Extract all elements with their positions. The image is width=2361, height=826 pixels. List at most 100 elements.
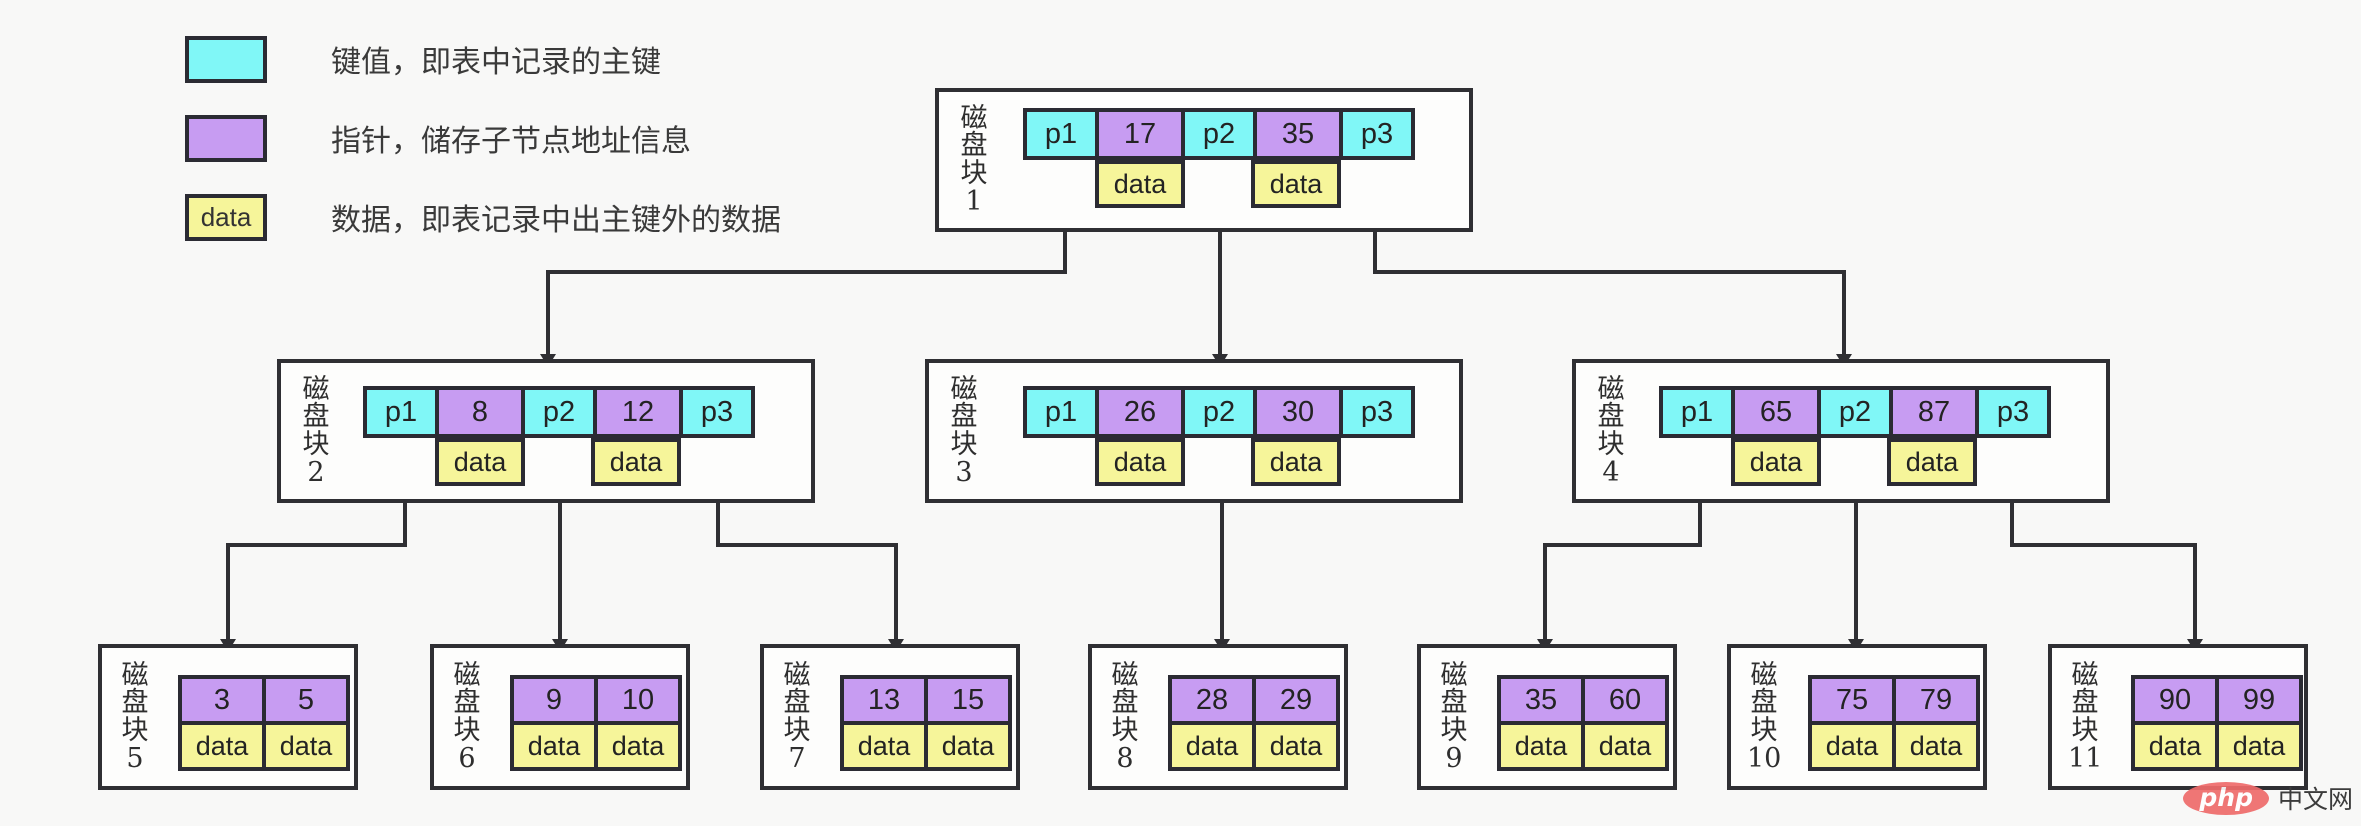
cell-key[interactable]: 8	[435, 386, 525, 438]
leaf-entry: 29 data	[1252, 675, 1340, 771]
leaf-data: data	[1497, 721, 1585, 771]
legend-swatch-key	[185, 35, 267, 83]
cell-pointer[interactable]: p2	[521, 386, 597, 438]
leaf-key[interactable]: 29	[1252, 675, 1340, 725]
leaf-data: data	[510, 721, 598, 771]
disk-block-7-cells: 13 data 15 data	[840, 675, 1012, 771]
leaf-entry: 79 data	[1892, 675, 1980, 771]
leaf-data: data	[2131, 721, 2219, 771]
disk-block-5-cells: 3 data 5 data	[178, 675, 350, 771]
leaf-entry: 99 data	[2215, 675, 2303, 771]
disk-block-5-label: 磁 盘 块 5	[121, 659, 149, 774]
cell-pointer[interactable]: p2	[1817, 386, 1893, 438]
disk-block-11-cells: 90 data 99 data	[2131, 675, 2303, 771]
disk-block-9-cells: 35 data 60 data	[1497, 675, 1669, 771]
legend-label-key: 键值，即表中记录的主键	[331, 45, 661, 80]
cell-pointer[interactable]: p3	[1975, 386, 2051, 438]
disk-block-9-label: 磁 盘 块 9	[1440, 659, 1468, 774]
leaf-key[interactable]: 75	[1808, 675, 1896, 725]
cell-data: data	[1251, 160, 1341, 208]
cell-data: data	[1731, 438, 1821, 486]
cell-pointer[interactable]: p3	[679, 386, 755, 438]
leaf-data: data	[262, 721, 350, 771]
cell-pointer[interactable]: p1	[1659, 386, 1735, 438]
cell-key[interactable]: 17	[1095, 108, 1185, 160]
cell-pointer[interactable]: p1	[1023, 386, 1099, 438]
leaf-entry: 3 data	[178, 675, 266, 771]
cell-key[interactable]: 30	[1253, 386, 1343, 438]
legend-item-pointer: 指针，储存子节点地址信息	[185, 107, 781, 169]
disk-block-1-label: 磁 盘 块 1	[960, 102, 988, 217]
leaf-key[interactable]: 90	[2131, 675, 2219, 725]
php-logo-icon: php	[2183, 781, 2269, 815]
leaf-key[interactable]: 13	[840, 675, 928, 725]
legend: 键值，即表中记录的主键 指针，储存子节点地址信息 data 数据，即表记录中出主…	[185, 28, 781, 265]
leaf-data: data	[1892, 721, 1980, 771]
leaf-entry: 13 data	[840, 675, 928, 771]
leaf-data: data	[594, 721, 682, 771]
cell-pointer[interactable]: p1	[1023, 108, 1099, 160]
leaf-entry: 75 data	[1808, 675, 1896, 771]
leaf-data: data	[924, 721, 1012, 771]
disk-block-6-cells: 9 data 10 data	[510, 675, 682, 771]
disk-block-3-cells: p1 26 p2 30 p3	[1023, 386, 1415, 438]
disk-block-3-label: 磁 盘 块 3	[950, 373, 978, 488]
cell-pointer[interactable]: p3	[1339, 108, 1415, 160]
cell-pointer[interactable]: p3	[1339, 386, 1415, 438]
legend-item-data: data 数据，即表记录中出主键外的数据	[185, 186, 781, 248]
legend-label-data: 数据，即表记录中出主键外的数据	[331, 203, 781, 238]
disk-block-10-cells: 75 data 79 data	[1808, 675, 1980, 771]
leaf-data: data	[1581, 721, 1669, 771]
cell-data: data	[1095, 438, 1185, 486]
leaf-key[interactable]: 79	[1892, 675, 1980, 725]
disk-block-6-label: 磁 盘 块 6	[453, 659, 481, 774]
leaf-data: data	[178, 721, 266, 771]
cell-pointer[interactable]: p2	[1181, 386, 1257, 438]
leaf-data: data	[1168, 721, 1256, 771]
leaf-key[interactable]: 9	[510, 675, 598, 725]
cell-key[interactable]: 12	[593, 386, 683, 438]
cell-key[interactable]: 87	[1889, 386, 1979, 438]
cell-data: data	[591, 438, 681, 486]
cell-pointer[interactable]: p2	[1181, 108, 1257, 160]
leaf-entry: 35 data	[1497, 675, 1585, 771]
disk-block-10-label: 磁 盘 块 10	[1747, 659, 1782, 774]
leaf-entry: 9 data	[510, 675, 598, 771]
leaf-key[interactable]: 60	[1581, 675, 1669, 725]
disk-block-7-label: 磁 盘 块 7	[783, 659, 811, 774]
legend-item-key: 键值，即表中记录的主键	[185, 28, 781, 90]
disk-block-4-cells: p1 65 p2 87 p3	[1659, 386, 2051, 438]
legend-label-pointer: 指针，储存子节点地址信息	[331, 124, 691, 159]
cell-data: data	[1251, 438, 1341, 486]
cell-pointer[interactable]: p1	[363, 386, 439, 438]
leaf-key[interactable]: 10	[594, 675, 682, 725]
disk-block-11-label: 磁 盘 块 11	[2068, 659, 2103, 774]
legend-swatch-data: data	[185, 193, 267, 241]
cell-data: data	[435, 438, 525, 486]
leaf-key[interactable]: 99	[2215, 675, 2303, 725]
leaf-data: data	[2215, 721, 2303, 771]
legend-swatch-pointer	[185, 114, 267, 162]
disk-block-1-cells: p1 17 p2 35 p3	[1023, 108, 1415, 160]
cell-key[interactable]: 26	[1095, 386, 1185, 438]
disk-block-2-cells: p1 8 p2 12 p3	[363, 386, 755, 438]
cell-key[interactable]: 65	[1731, 386, 1821, 438]
watermark-text: 中文网	[2277, 785, 2353, 814]
leaf-key[interactable]: 3	[178, 675, 266, 725]
cell-key[interactable]: 35	[1253, 108, 1343, 160]
leaf-entry: 15 data	[924, 675, 1012, 771]
leaf-data: data	[840, 721, 928, 771]
leaf-key[interactable]: 5	[262, 675, 350, 725]
disk-block-8-cells: 28 data 29 data	[1168, 675, 1340, 771]
leaf-key[interactable]: 35	[1497, 675, 1585, 725]
cell-data: data	[1887, 438, 1977, 486]
cell-data: data	[1095, 160, 1185, 208]
leaf-key[interactable]: 15	[924, 675, 1012, 725]
leaf-key[interactable]: 28	[1168, 675, 1256, 725]
leaf-entry: 90 data	[2131, 675, 2219, 771]
leaf-data: data	[1252, 721, 1340, 771]
disk-block-4-label: 磁 盘 块 4	[1597, 373, 1625, 488]
leaf-entry: 28 data	[1168, 675, 1256, 771]
leaf-data: data	[1808, 721, 1896, 771]
